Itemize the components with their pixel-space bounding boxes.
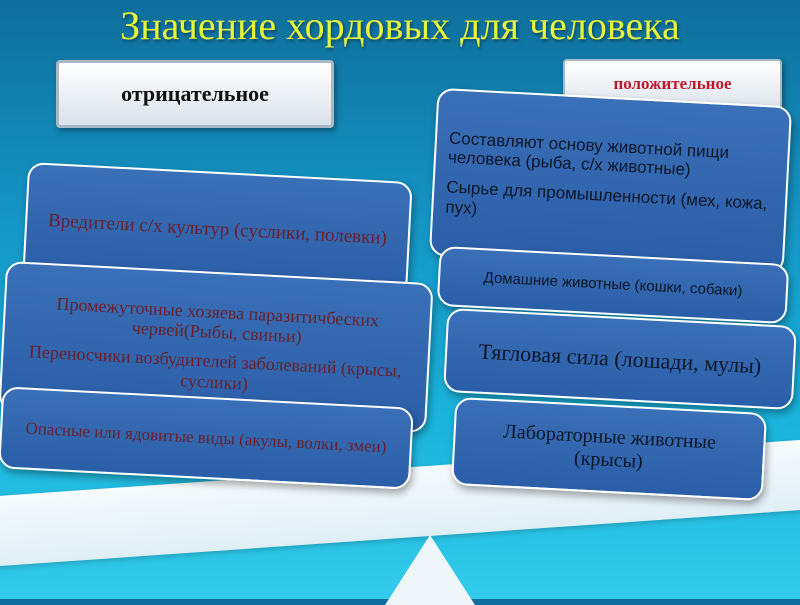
positive-card-draft: Тягловая сила (лошади, мулы): [443, 307, 797, 411]
positive-card-lab: Лабораторные животные (крысы): [450, 396, 768, 502]
negative-heading: отрицательное: [56, 60, 334, 128]
positive-item-lab: Лабораторные животные (крысы): [502, 420, 717, 473]
positive-card-food-raw: Составляют основу животной пищи человека…: [428, 87, 793, 275]
positive-item-raw: Сырье для промышленности (мех, кожа, пух…: [444, 177, 768, 218]
positive-item-pets: Домашние животные (кошки, собаки): [483, 269, 743, 301]
positive-item-draft: Тягловая сила (лошади, мулы): [478, 338, 762, 379]
scale-fulcrum: [385, 535, 475, 605]
negative-item-dangerous: Опасные или ядовитые виды (акулы, волки,…: [25, 418, 387, 457]
negative-item-pests: Вредители с/х культур (суслики, полевки): [47, 209, 388, 249]
positive-item-food: Составляют основу животной пищи человека…: [447, 128, 730, 180]
slide-title: Значение хордовых для человека: [120, 3, 680, 48]
